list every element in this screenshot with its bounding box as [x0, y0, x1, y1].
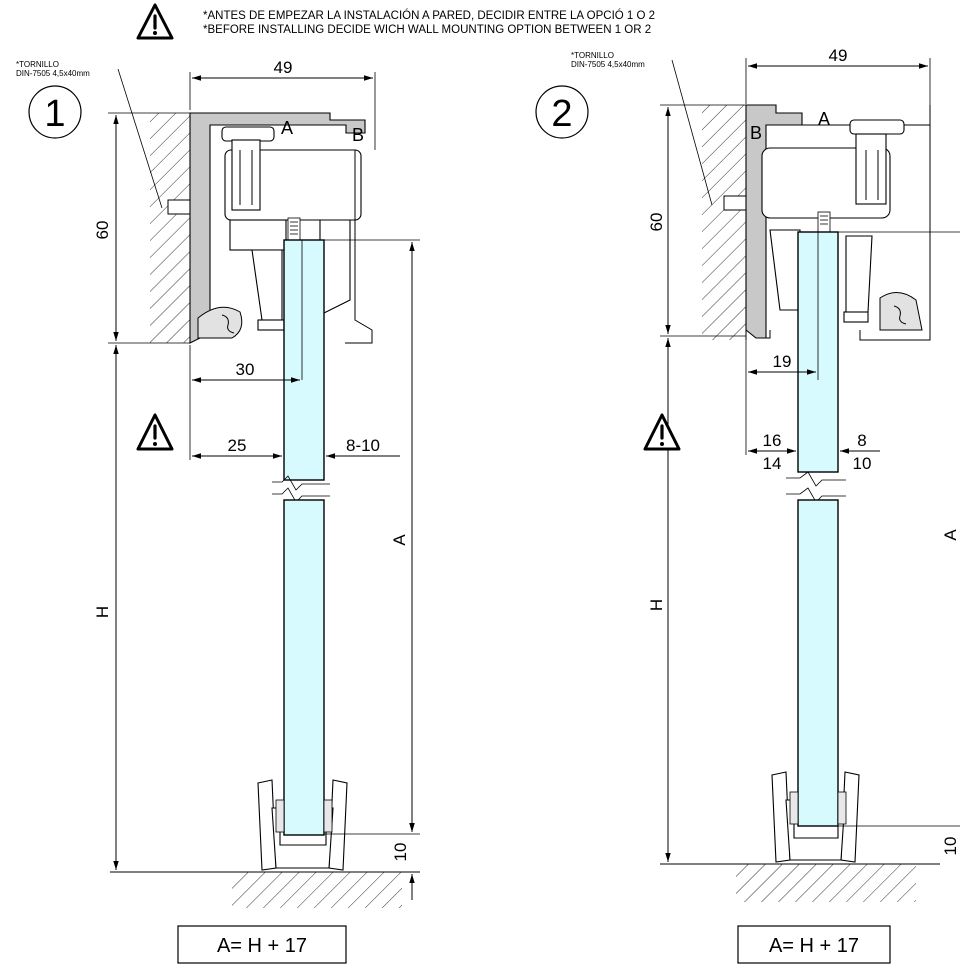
- option-1-screw: [167, 199, 191, 215]
- option-2-glass-lower: [797, 499, 839, 827]
- option-1-wall: [150, 113, 190, 343]
- option-1-height-top-label: 60: [93, 221, 112, 240]
- option-2-offset-16-label: 16: [763, 431, 782, 450]
- option-1-drawing: 1 *TORNILLO DIN-7505 4,5x40mm 49 60: [16, 58, 420, 964]
- option-2-formula: A= H + 17: [769, 935, 859, 957]
- option-2-bottom-10-label: 10: [941, 837, 960, 856]
- option-2-width-label: 49: [829, 46, 848, 65]
- option-1-bottom-10-label: 10: [391, 843, 410, 862]
- option-1-h-label: H: [93, 606, 112, 618]
- option-2-a-label: A: [941, 529, 960, 541]
- option-2-screw-note-line2: DIN-7505 4,5x40mm: [571, 60, 645, 69]
- option-2-warning-icon: [643, 413, 681, 451]
- option-1-number-circle: [28, 85, 82, 139]
- option-2-part-b-label: B: [750, 123, 762, 143]
- option-2-h-label: H: [647, 599, 666, 611]
- option-1-screw-note-line1: *TORNILLO: [16, 60, 59, 69]
- option-2-part-a-label: A: [818, 109, 830, 129]
- option-1-glass-lower: [283, 499, 325, 836]
- option-2-gap-10-label: 10: [853, 454, 872, 473]
- header-line-es: *ANTES DE EMPEZAR LA INSTALACIÓN A PARED…: [203, 9, 655, 22]
- option-2-screw: [723, 195, 747, 211]
- option-1-part-b-label: B: [352, 125, 364, 145]
- option-1-offset-30-label: 30: [236, 360, 255, 379]
- option-2-formula-box: [737, 925, 891, 964]
- option-1-a-label: A: [390, 534, 409, 546]
- option-1-part-a-label: A: [281, 118, 293, 138]
- option-1-width-label: 49: [274, 58, 293, 77]
- option-1-screw-note-line2: DIN-7505 4,5x40mm: [16, 69, 90, 78]
- option-1-formula-box: [177, 925, 347, 964]
- header-warning-icon: [136, 3, 174, 40]
- option-2-wall: [702, 105, 746, 340]
- option-1-warning-icon: [136, 413, 174, 451]
- option-2-height-top-label: 60: [647, 213, 666, 232]
- option-2-offset-19-label: 19: [773, 352, 792, 371]
- option-2-offset-14-label: 14: [763, 454, 782, 473]
- option-1-number: 1: [44, 93, 65, 135]
- option-2-screw-note-line1: *TORNILLO: [571, 51, 614, 60]
- option-1-offset-25-label: 25: [228, 436, 247, 455]
- option-2-number-circle: [535, 85, 589, 139]
- header-line-en: *BEFORE INSTALLING DECIDE WICH WALL MOUN…: [203, 24, 651, 36]
- option-2-number: 2: [551, 93, 572, 135]
- option-2-floor: [736, 864, 916, 902]
- option-2-drawing: 2 *TORNILLO DIN-7505 4,5x40mm 49 60: [535, 46, 960, 964]
- option-1-formula: A= H + 17: [217, 935, 307, 957]
- option-1-gap-label: 8-10: [346, 436, 380, 455]
- option-2-profile: [745, 104, 803, 339]
- option-1-glass-upper: [283, 239, 325, 481]
- option-1-floor: [232, 872, 402, 908]
- option-2-gap-8-label: 8: [857, 431, 866, 450]
